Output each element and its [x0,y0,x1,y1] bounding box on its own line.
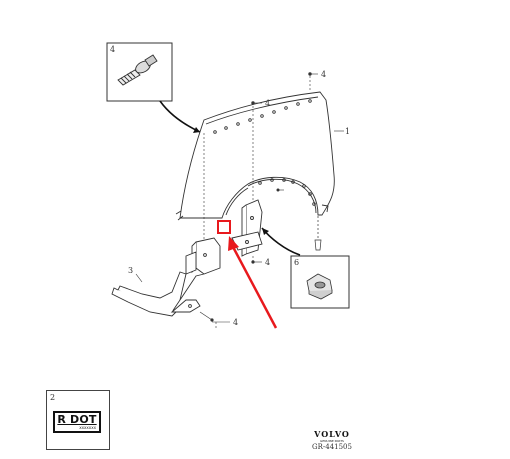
mounting-bracket-part [231,199,263,257]
rdot-label-text: R DOT [57,413,97,426]
rdot-label-subtext: XXXXXXX [79,426,96,430]
liner-bolt-callout: 4 [233,318,238,327]
nut-detail-inset: 6 [261,227,350,309]
inset-leader-arrow [159,100,201,133]
diagram-reference-code: GR-441505 [312,443,352,451]
nut-leader-arrow [261,227,301,256]
screw-icon [117,54,158,86]
fender-callout: 1 [345,127,350,136]
bolt-liner [199,311,230,328]
brand-logo-text: VOLVO [314,429,350,439]
highlight-arrow [228,236,278,329]
bolt-bracket [251,256,262,264]
front-fender-part [175,91,335,221]
bolt-top-middle-callout: 4 [265,99,270,108]
rdot-legend-box: 2 R DOT XXXXXXX [46,390,110,450]
screw-inset-callout: 4 [110,45,115,54]
nut-callout: 6 [294,258,299,267]
brand-footer: VOLVO GENUINE PARTS GR-441505 [304,429,360,452]
nut-icon [306,273,333,300]
highlight-box [217,220,231,234]
bolt-fender-side [276,188,284,192]
bolt-top-right-callout: 4 [321,70,326,79]
rdot-label-tag: R DOT XXXXXXX [53,411,101,433]
brand-subtitle: GENUINE PARTS [320,439,344,443]
legend-callout: 2 [50,393,56,402]
bracket-bolt-callout: 4 [265,258,270,267]
wheel-arch-liner-part [111,237,221,317]
screw-detail-inset: 4 [106,42,201,133]
liner-callout: 3 [128,266,133,275]
fender-lower-screw [314,216,322,251]
bolt-top-right [308,72,318,90]
bolt-top-middle [203,101,262,240]
